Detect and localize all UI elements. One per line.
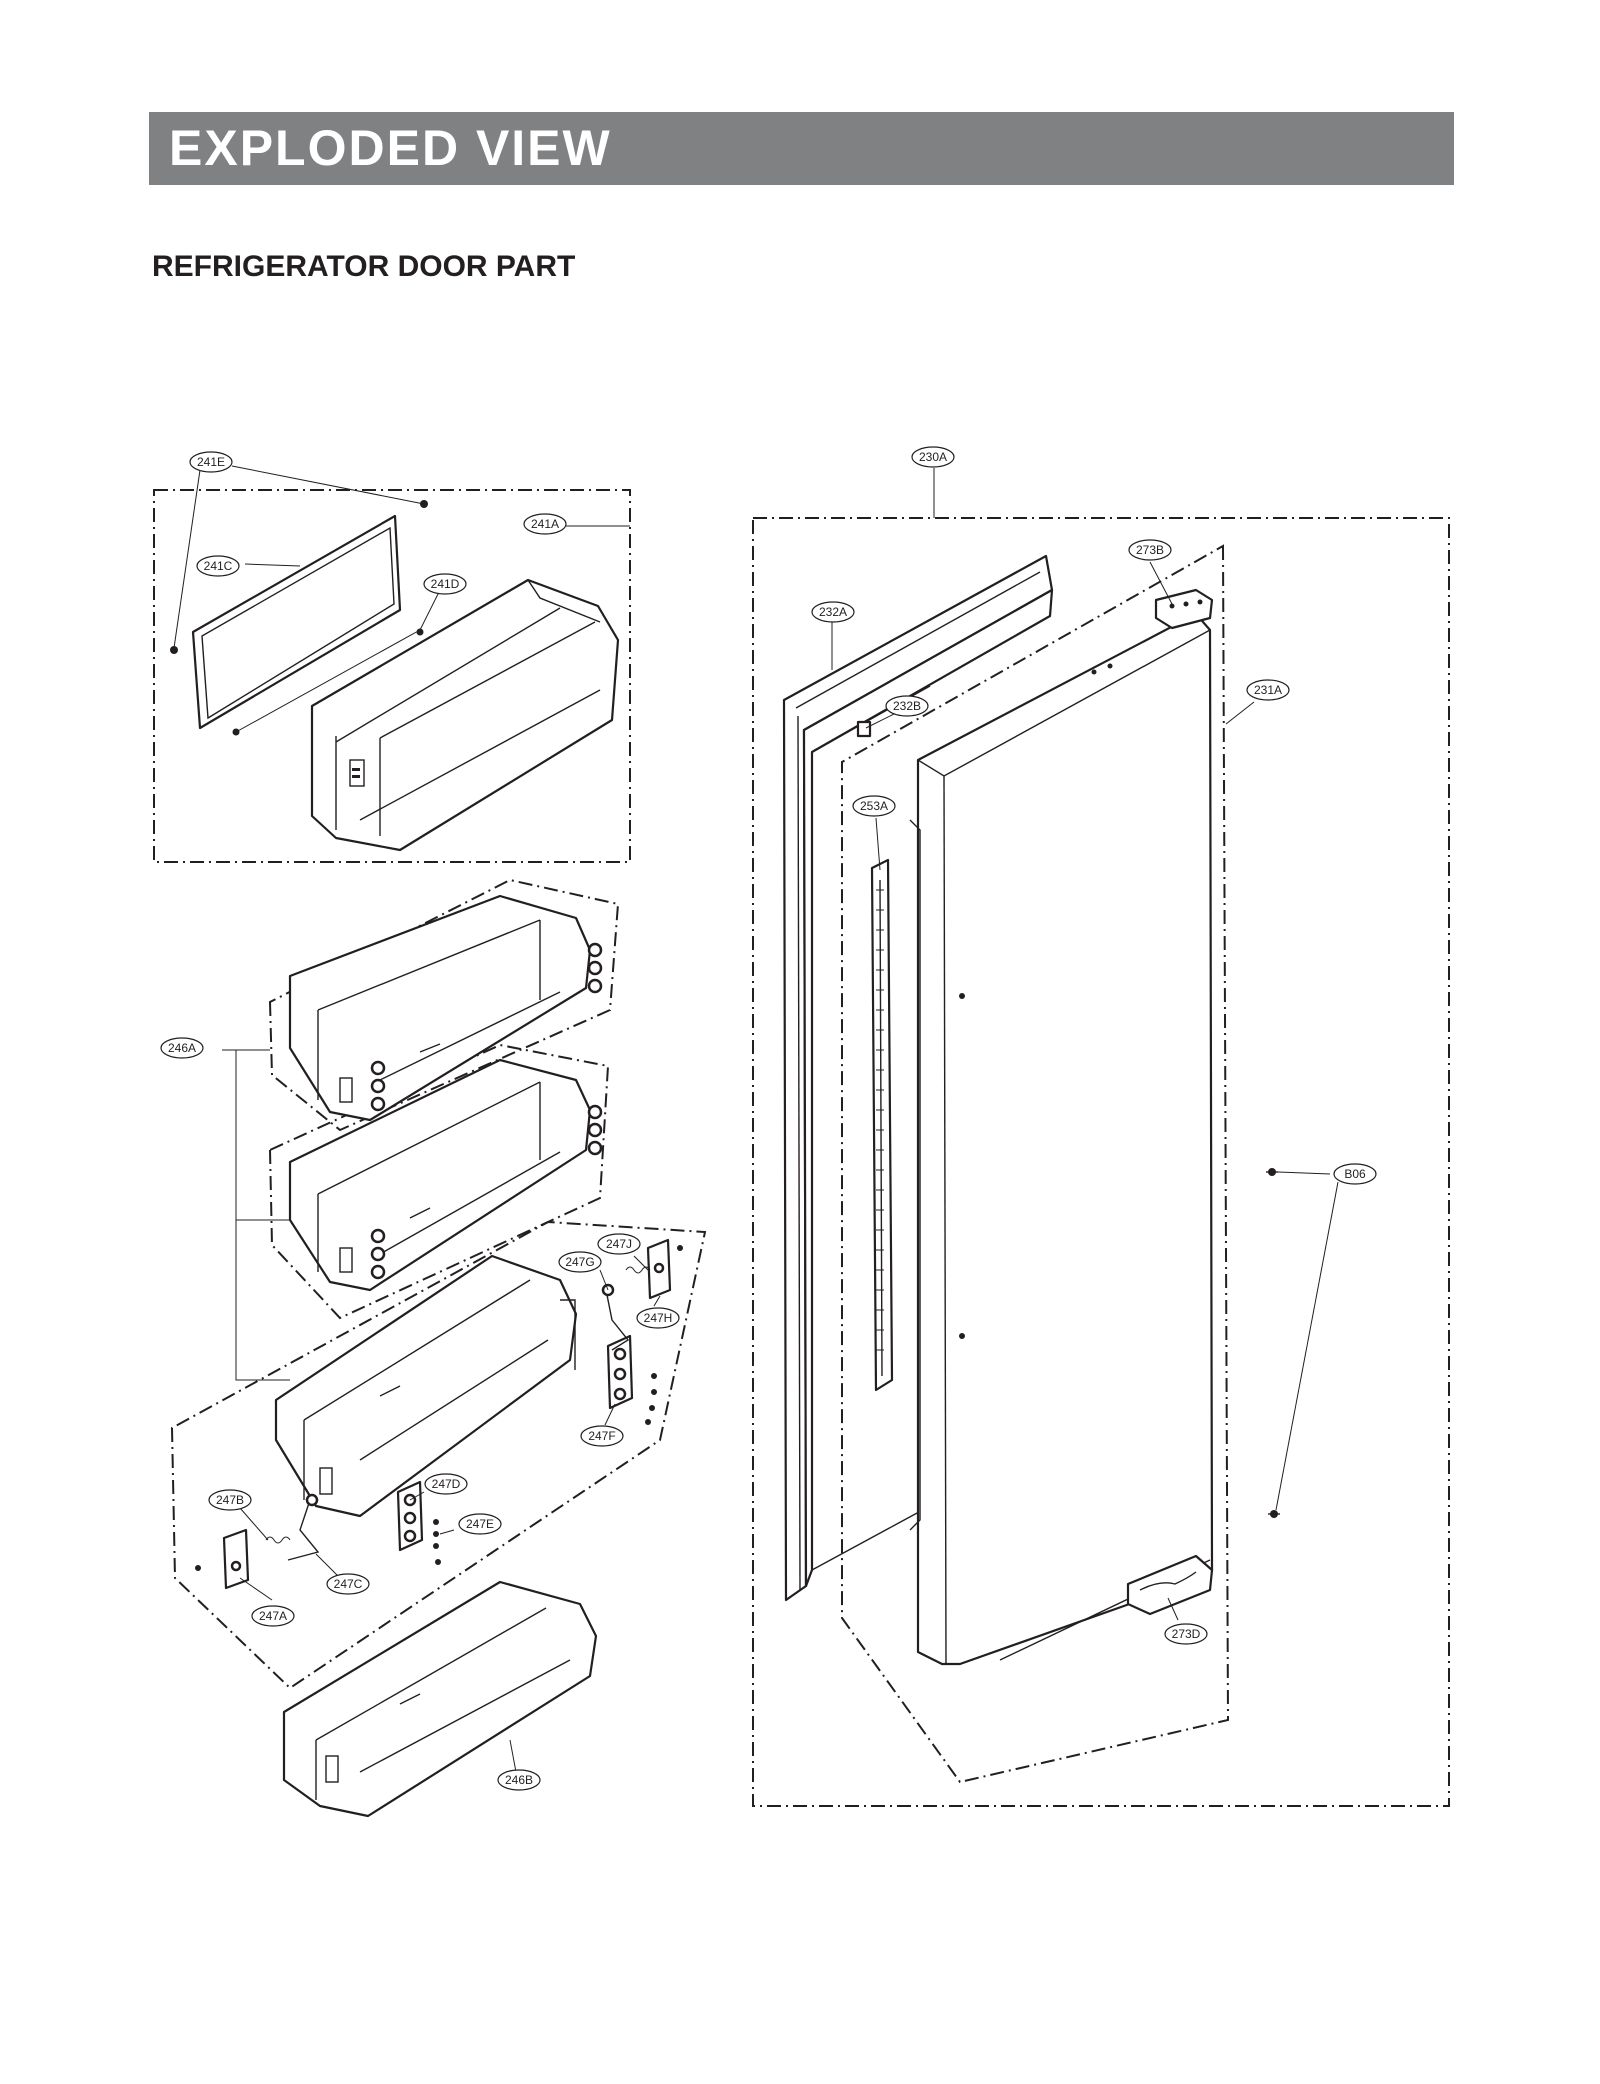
svg-text:B06: B06 xyxy=(1344,1167,1366,1181)
group-box-241A xyxy=(153,489,631,863)
svg-text:247J: 247J xyxy=(606,1237,632,1251)
group-box-246A-middle xyxy=(268,1043,610,1320)
header-bar: EXPLODED VIEW xyxy=(149,112,1454,185)
svg-text:247F: 247F xyxy=(588,1429,615,1443)
part-246A-basket-lower xyxy=(274,1254,578,1518)
svg-text:232A: 232A xyxy=(819,605,847,619)
label-253A: 253A xyxy=(852,795,896,817)
label-246B: 246B xyxy=(497,1769,541,1791)
page-title: EXPLODED VIEW xyxy=(169,120,612,176)
part-273D-hinge-bottom xyxy=(1126,1554,1214,1616)
label-246A: 246A xyxy=(160,1037,204,1059)
part-247F-bracket xyxy=(606,1334,634,1410)
part-246A-basket-upper xyxy=(288,894,603,1122)
part-B06-screws xyxy=(1266,1168,1280,1518)
svg-text:241D: 241D xyxy=(431,577,460,591)
group-box-246A-upper xyxy=(268,878,620,1132)
part-253A-rail xyxy=(870,858,894,1392)
svg-text:241A: 241A xyxy=(531,517,559,531)
label-232B: 232B xyxy=(885,695,929,717)
label-231A: 231A xyxy=(1246,679,1290,701)
svg-text:246B: 246B xyxy=(505,1773,533,1787)
svg-text:230A: 230A xyxy=(919,450,947,464)
label-247J: 247J xyxy=(597,1233,641,1255)
label-241E: 241E xyxy=(189,451,233,473)
group-box-230A xyxy=(752,517,1450,1807)
part-232A-gasket xyxy=(782,554,1054,1602)
part-246A-basket-middle xyxy=(288,1058,603,1292)
label-241C: 241C xyxy=(196,555,240,577)
group-box-247 xyxy=(170,1220,707,1690)
label-241A: 241A xyxy=(523,513,567,535)
part-247A-plate xyxy=(222,1528,250,1590)
label-273B: 273B xyxy=(1128,539,1172,561)
label-247D: 247D xyxy=(424,1473,468,1495)
label-230A: 230A xyxy=(911,446,955,468)
part-231A-door-liner xyxy=(909,612,1214,1666)
part-247D-bracket xyxy=(396,1480,424,1552)
label-B06: B06 xyxy=(1333,1163,1377,1185)
label-241D: 241D xyxy=(423,573,467,595)
label-247G: 247G xyxy=(558,1251,602,1273)
svg-text:253A: 253A xyxy=(860,799,888,813)
label-247F: 247F xyxy=(580,1425,624,1447)
svg-text:246A: 246A xyxy=(168,1041,196,1055)
part-247C-lever xyxy=(287,1493,320,1561)
group-box-231A xyxy=(841,544,1230,1784)
label-247H: 247H xyxy=(636,1307,680,1329)
label-247C: 247C xyxy=(326,1573,370,1595)
svg-text:247B: 247B xyxy=(216,1493,244,1507)
svg-text:241E: 241E xyxy=(197,455,225,469)
svg-text:273B: 273B xyxy=(1136,543,1164,557)
part-241A-basket xyxy=(310,578,620,852)
svg-text:247D: 247D xyxy=(432,1477,461,1491)
svg-text:232B: 232B xyxy=(893,699,921,713)
part-247E-screws xyxy=(195,1245,683,1571)
svg-text:231A: 231A xyxy=(1254,683,1282,697)
part-232B-clip xyxy=(856,720,872,738)
label-273D: 273D xyxy=(1164,1623,1208,1645)
section-title: REFRIGERATOR DOOR PART xyxy=(152,250,576,283)
part-247H-plate xyxy=(646,1238,672,1300)
svg-text:247G: 247G xyxy=(565,1255,594,1269)
svg-text:273D: 273D xyxy=(1172,1627,1201,1641)
svg-text:247C: 247C xyxy=(334,1577,363,1591)
svg-text:247E: 247E xyxy=(466,1517,494,1531)
svg-text:247H: 247H xyxy=(644,1311,673,1325)
svg-text:241C: 241C xyxy=(204,559,233,573)
part-246B-basket xyxy=(282,1580,598,1818)
part-241C-cover xyxy=(191,514,402,730)
svg-text:247A: 247A xyxy=(259,1609,287,1623)
label-247B: 247B xyxy=(208,1489,252,1511)
label-247A: 247A xyxy=(251,1605,295,1627)
part-247-springs xyxy=(265,1266,651,1544)
label-232A: 232A xyxy=(811,601,855,623)
label-247E: 247E xyxy=(458,1513,502,1535)
